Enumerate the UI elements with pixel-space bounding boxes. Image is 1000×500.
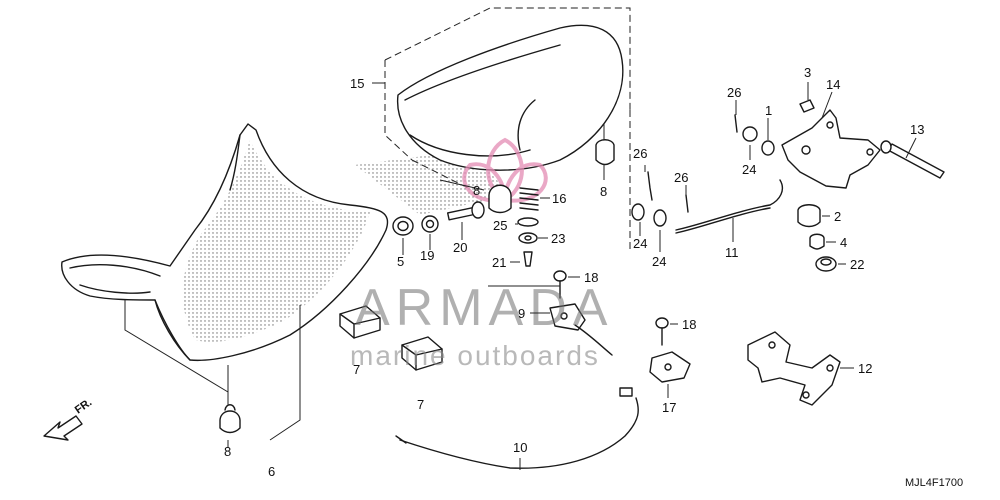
collar-19[interactable]	[421, 215, 439, 233]
callout-8-lower: 8	[224, 444, 231, 459]
callout-5: 5	[397, 254, 404, 269]
clip-26-left[interactable]	[647, 171, 653, 201]
rubber-22[interactable]	[815, 256, 837, 272]
seat-lock-cable-10[interactable]	[395, 387, 639, 469]
cowl-fastener-group-outline	[411, 110, 631, 250]
callout-26-mid: 26	[674, 170, 688, 185]
cushion-8-right[interactable]	[595, 139, 615, 166]
grommet-4[interactable]	[809, 233, 825, 250]
bolt-20[interactable]	[446, 201, 485, 221]
callout-24-c: 24	[742, 162, 756, 177]
clip-26-top[interactable]	[734, 114, 738, 133]
bracket-14[interactable]	[781, 109, 881, 189]
callout-10: 10	[513, 440, 527, 455]
callout-1: 1	[765, 103, 772, 118]
callout-11: 11	[725, 245, 739, 260]
washer-24-b[interactable]	[653, 209, 667, 227]
callout-26-left: 26	[633, 146, 647, 161]
callout-18-upper: 18	[584, 270, 598, 285]
rubber-2[interactable]	[797, 204, 821, 228]
callout-8-right: 8	[600, 184, 607, 199]
callout-21: 21	[492, 255, 506, 270]
callout-7-right: 7	[417, 397, 424, 412]
callout-16: 16	[552, 191, 566, 206]
washer-24-a[interactable]	[631, 203, 645, 221]
spring-16[interactable]	[519, 187, 539, 211]
seat-catch-17[interactable]	[649, 351, 691, 383]
washer-24-c[interactable]	[742, 126, 758, 142]
front-direction-arrow: FR.	[43, 396, 94, 441]
callout-12: 12	[858, 361, 872, 376]
callout-7-left: 7	[353, 362, 360, 377]
callout-24-b: 24	[652, 254, 666, 269]
watermark-title: ARMADA	[355, 279, 613, 337]
bolt-18-upper[interactable]	[553, 270, 567, 299]
clip-26-mid[interactable]	[685, 194, 689, 213]
cushion-7-left[interactable]	[339, 305, 381, 339]
callout-22: 22	[850, 257, 864, 272]
watermark-subtitle: marine outboards	[350, 340, 600, 371]
watermark-logo-mark	[462, 137, 548, 203]
callout-9: 9	[518, 306, 525, 321]
cushion-7-right[interactable]	[401, 336, 443, 371]
rod-11[interactable]	[675, 179, 784, 234]
callout-4: 4	[840, 235, 847, 250]
callout-13: 13	[910, 122, 924, 137]
callout-3: 3	[804, 65, 811, 80]
cowl-group-outline	[384, 7, 631, 161]
callout-8-upper: 8	[473, 183, 480, 198]
callout-20: 20	[453, 240, 467, 255]
screw-21[interactable]	[523, 251, 533, 267]
callout-17: 17	[662, 400, 676, 415]
bolt-13[interactable]	[880, 140, 945, 179]
nut-23[interactable]	[518, 232, 538, 244]
callout-19: 19	[420, 248, 434, 263]
nut-3[interactable]	[799, 99, 815, 113]
washer-25[interactable]	[517, 217, 539, 227]
seat-lock-9[interactable]	[549, 303, 613, 356]
rider-seat[interactable]	[61, 123, 389, 362]
front-marker-label: FR.	[73, 396, 94, 416]
callout-6: 6	[268, 464, 275, 479]
drawing-code: MJL4F1700	[905, 477, 963, 489]
bolt-18-lower[interactable]	[655, 317, 669, 346]
callout-25: 25	[493, 218, 507, 233]
rear-seat-cowl[interactable]	[396, 24, 624, 171]
callout-labels: 15 5 19 20 8 16 25 23 21 18 9 18 17 10 7…	[224, 65, 924, 479]
callout-24-a: 24	[633, 236, 647, 251]
callout-26-top: 26	[727, 85, 741, 100]
collar-1[interactable]	[761, 140, 775, 156]
callout-23: 23	[551, 231, 565, 246]
callout-18-lower: 18	[682, 317, 696, 332]
bracket-12[interactable]	[747, 331, 841, 406]
rubber-bushing-5[interactable]	[392, 216, 414, 236]
cushion-8-lower[interactable]	[219, 404, 241, 434]
callout-14: 14	[826, 77, 840, 92]
cushion-8-upper[interactable]	[488, 184, 512, 214]
callout-15: 15	[350, 76, 364, 91]
leader-lines	[124, 82, 917, 470]
callout-2: 2	[834, 209, 841, 224]
